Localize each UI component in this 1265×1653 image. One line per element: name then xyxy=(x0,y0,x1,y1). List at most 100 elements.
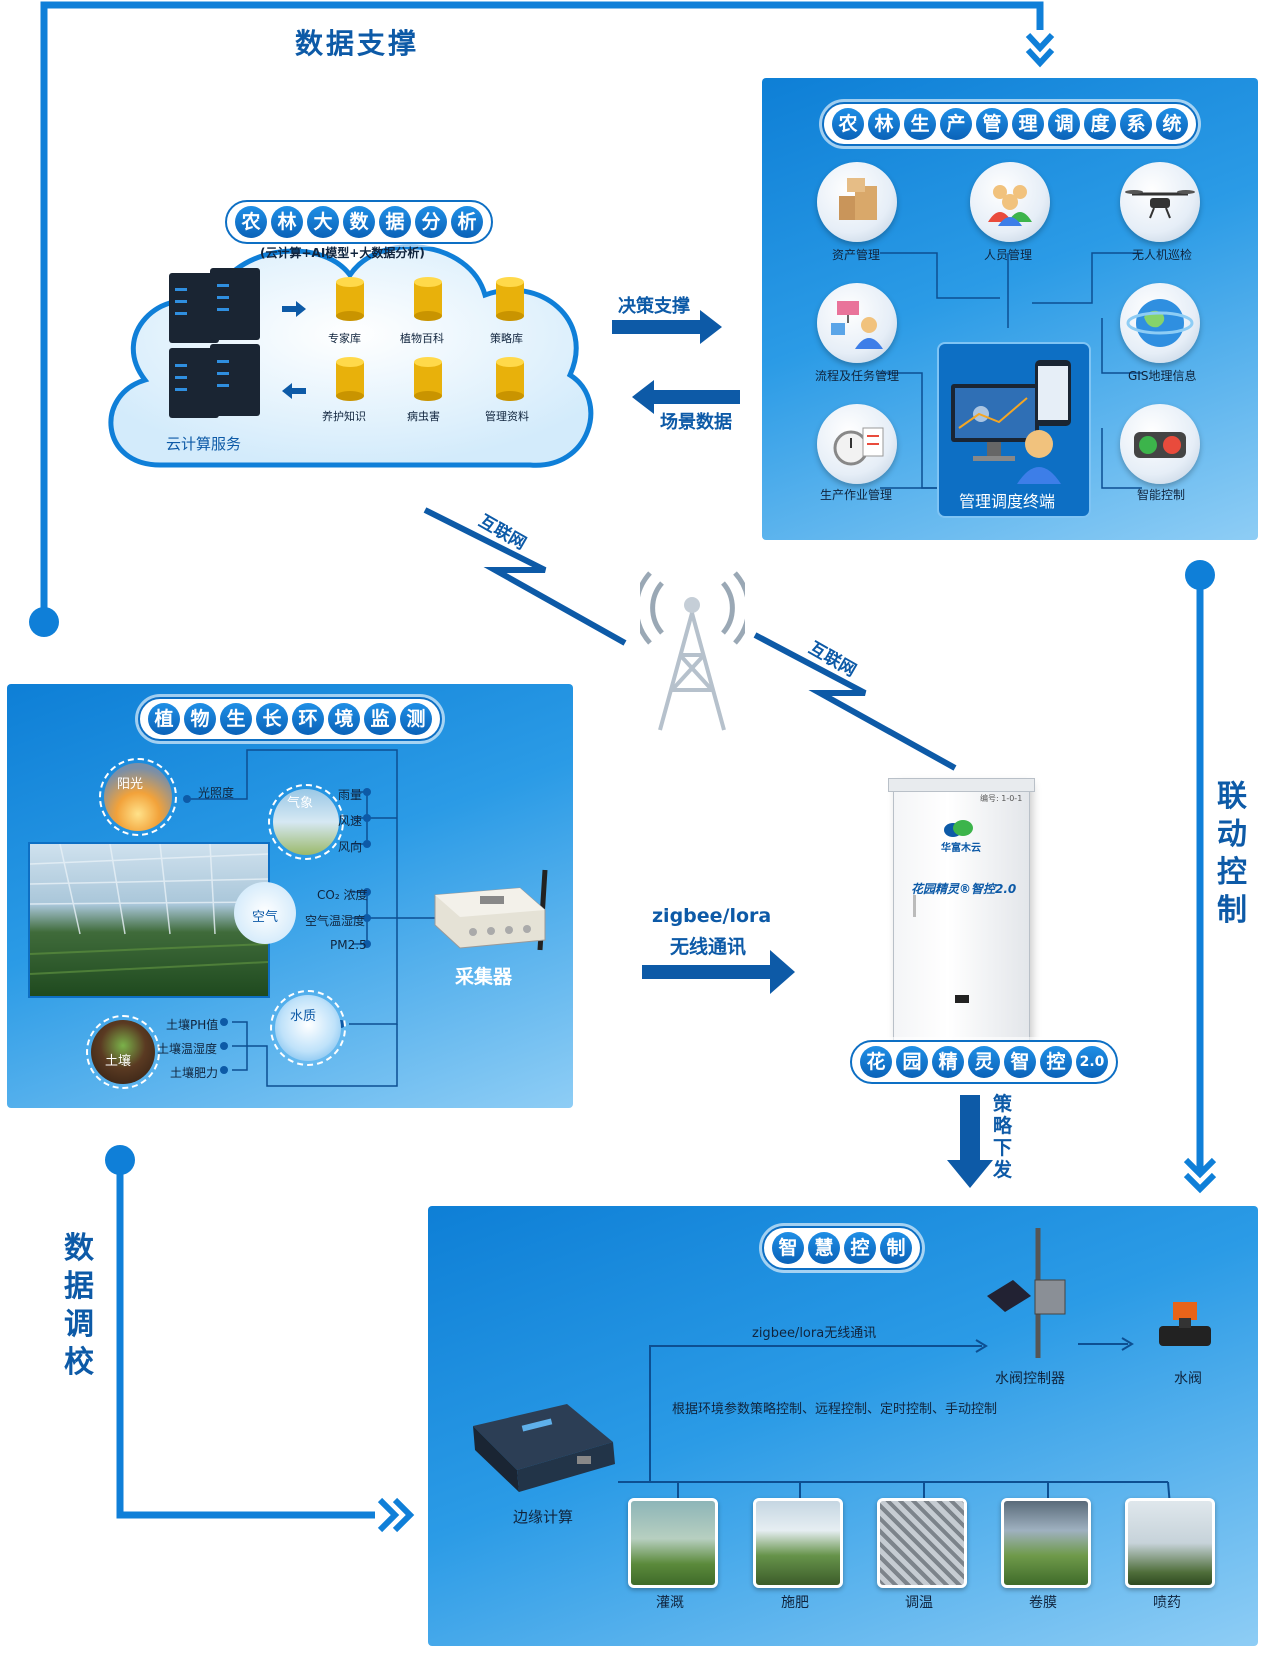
personnel-management-icon xyxy=(970,162,1050,242)
connector-dot xyxy=(363,788,371,796)
sun-label: 阳光 xyxy=(117,777,144,792)
edge-computing-device-icon xyxy=(473,1404,615,1492)
roll-film-image xyxy=(1001,1498,1091,1588)
workflow-management-icon xyxy=(817,283,897,363)
actuator-label-roll-film: 卷膜 xyxy=(1029,1595,1057,1611)
terminal-label: 管理调度终端 xyxy=(959,492,1056,511)
production-operation-icon xyxy=(817,404,897,484)
asset-management-icon xyxy=(817,162,897,242)
connector-dot xyxy=(220,1018,228,1026)
terminal-monitor-icon xyxy=(951,360,1071,484)
connector-dot xyxy=(363,914,371,922)
cloud-subtitle: (云计算+AI模型+大数据分析) xyxy=(260,246,425,260)
air-item-temp-humidity: 空气温湿度 xyxy=(305,914,366,928)
server-rack-icon xyxy=(169,268,260,418)
database-icon xyxy=(496,277,524,321)
soil-label: 土壤 xyxy=(105,1054,132,1069)
gis-icon xyxy=(1120,283,1200,363)
arrow-left-icon xyxy=(282,383,306,399)
drone-inspection-icon xyxy=(1120,162,1200,242)
module-personnel: 人员管理 xyxy=(984,248,1033,262)
cabinet-roof xyxy=(888,778,1035,792)
db-label-care: 养护知识 xyxy=(322,410,366,423)
actuator-label-spraying: 喷药 xyxy=(1153,1595,1181,1611)
wireless-link-label-2: 无线通讯 xyxy=(670,936,747,958)
water-valve-label: 水阀 xyxy=(1174,1371,1202,1387)
fertilization-image xyxy=(753,1498,843,1588)
actuator-label-fertilization: 施肥 xyxy=(781,1595,809,1611)
module-workflow: 流程及任务管理 xyxy=(815,369,900,383)
connector-dot xyxy=(363,888,371,896)
management-title: 农林生产管理调度系统 xyxy=(822,102,1198,146)
connector-dot xyxy=(363,814,371,822)
module-production: 生产作业管理 xyxy=(820,488,893,502)
smart-control-title: 智慧控制 xyxy=(762,1226,922,1270)
db-label-pest: 病虫害 xyxy=(407,410,440,423)
management-connectors xyxy=(880,252,1142,489)
water-label: 水质 xyxy=(290,1009,317,1024)
actuator-label-irrigation: 灌溉 xyxy=(656,1595,684,1611)
soil-item-temp-humidity: 土壤温湿度 xyxy=(157,1042,218,1056)
collector-device-icon xyxy=(434,869,548,951)
air-item-co2: CO₂ 浓度 xyxy=(317,888,368,902)
scene-data-label: 场景数据 xyxy=(660,412,732,433)
cabinet-tag: 编号: 1-0-1 xyxy=(980,794,1023,803)
database-icon xyxy=(336,357,364,401)
valve-controller-icon xyxy=(987,1228,1066,1358)
decision-support-label: 决策支撑 xyxy=(618,296,690,317)
light-label: 光照度 xyxy=(198,786,235,800)
greenhouse-image xyxy=(28,842,270,998)
arrow-right-icon xyxy=(282,301,306,317)
weather-sensor-icon xyxy=(268,784,344,860)
soil-item-fertility: 土壤肥力 xyxy=(170,1066,219,1080)
air-sensor-icon xyxy=(234,882,296,944)
management-terminal: 管理调度终端 xyxy=(937,342,1091,518)
monitoring-title: 植物生长环境监测 xyxy=(138,697,442,741)
irrigation-image xyxy=(628,1498,718,1588)
sun-sensor-icon xyxy=(99,758,177,836)
db-label-strategy: 策略库 xyxy=(490,332,523,345)
collector-label: 采集器 xyxy=(455,966,513,988)
weather-item-wind-dir: 风向 xyxy=(338,840,363,854)
connector-dot xyxy=(220,1042,228,1050)
data-calibration-label: 数据调校 xyxy=(64,1231,94,1380)
cabinet-lock xyxy=(955,995,969,1003)
connector-dot xyxy=(183,795,191,803)
database-icon xyxy=(496,357,524,401)
connector-dot xyxy=(220,1066,228,1074)
module-gis: GIS地理信息 xyxy=(1128,369,1197,383)
smart-wireless-label: zigbee/lora无线通讯 xyxy=(752,1326,877,1341)
control-modes-label: 根据环境参数策略控制、远程控制、定时控制、手动控制 xyxy=(672,1402,998,1417)
air-item-pm25: PM2.5 xyxy=(330,938,367,952)
db-label-plant: 植物百科 xyxy=(400,332,444,345)
database-icon xyxy=(414,357,442,401)
actuator-label-temperature: 调温 xyxy=(905,1595,933,1611)
cloud-service-label: 云计算服务 xyxy=(166,435,242,453)
cabinet-model-text: 花园精灵®智控2.0 xyxy=(911,882,1017,896)
weather-item-wind-speed: 风速 xyxy=(338,814,363,828)
connector-dot xyxy=(363,840,371,848)
module-smart-control: 智能控制 xyxy=(1137,488,1186,502)
antenna-tower-icon xyxy=(640,571,745,731)
valve-controller-label: 水阀控制器 xyxy=(995,1371,1065,1387)
wireless-link-label: zigbee/lora xyxy=(652,905,772,927)
strategy-down-label: 策略下发 xyxy=(993,1093,1013,1181)
edge-computing-label: 边缘计算 xyxy=(513,1508,574,1526)
connector-dot xyxy=(363,940,371,948)
weather-label: 气象 xyxy=(287,796,314,811)
soil-item-ph: 土壤PH值 xyxy=(166,1018,219,1032)
cabinet-brand-logo-icon xyxy=(944,820,973,837)
weather-item-rain: 雨量 xyxy=(338,788,363,802)
air-label: 空气 xyxy=(252,910,279,925)
module-drone: 无人机巡检 xyxy=(1132,248,1193,262)
db-label-expert: 专家库 xyxy=(328,332,361,345)
data-support-label: 数据支撑 xyxy=(295,27,420,60)
soil-sensor-icon xyxy=(86,1015,160,1089)
db-label-mgmt: 管理资料 xyxy=(485,410,529,423)
module-asset: 资产管理 xyxy=(832,248,881,262)
cabinet-handle xyxy=(913,895,916,917)
temperature-control-image xyxy=(877,1498,967,1588)
cloud-title: 农林大数据分析 xyxy=(225,200,493,244)
